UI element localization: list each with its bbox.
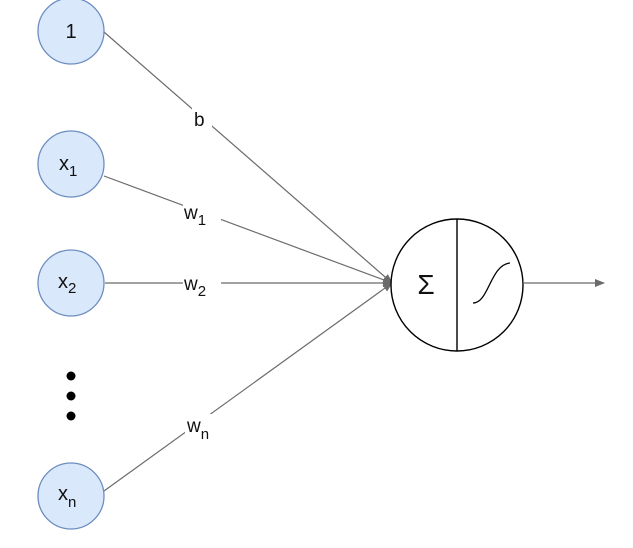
input-node-xn — [37, 462, 105, 530]
edge-label-w2: w2 — [183, 274, 206, 300]
input-node-x1-sub: 1 — [69, 163, 77, 180]
edge-label-wn: wn — [186, 416, 209, 443]
input-node-x2-sub: 2 — [68, 280, 76, 297]
input-node-xn-base: x — [58, 483, 68, 505]
edge-label-bias: b — [194, 110, 205, 131]
input-node-xn-label: xn — [58, 483, 76, 511]
vertical-ellipsis-icon — [66, 371, 76, 421]
input-node-x2-label: x2 — [58, 271, 76, 297]
edge-bias — [103, 31, 393, 284]
edge-label-w1-base: w — [183, 203, 198, 224]
edge-label-wn-sub: n — [201, 426, 209, 443]
edge-xn — [103, 282, 393, 492]
input-node-x1 — [37, 130, 105, 198]
input-node-x2-base: x — [58, 271, 68, 293]
sigmoid-curve-icon — [472, 262, 511, 304]
edge-label-w2-sub: 2 — [198, 283, 206, 300]
input-node-bias-label: 1 — [65, 21, 76, 43]
edge-x1 — [103, 175, 393, 284]
input-node-x2 — [37, 249, 105, 317]
edge-label-wn-base: w — [186, 416, 201, 437]
edge-label-w1-sub: 1 — [198, 212, 206, 229]
sum-symbol: Σ — [417, 269, 434, 300]
edge-label-w2-base: w — [183, 274, 198, 295]
neuron-node — [390, 218, 524, 352]
input-node-xn-sub: n — [68, 494, 76, 511]
input-node-x1-base: x — [59, 153, 69, 175]
input-node-x1-label: x1 — [59, 153, 77, 180]
edge-label-w1: w1 — [183, 203, 206, 229]
input-node-bias — [37, 0, 105, 65]
